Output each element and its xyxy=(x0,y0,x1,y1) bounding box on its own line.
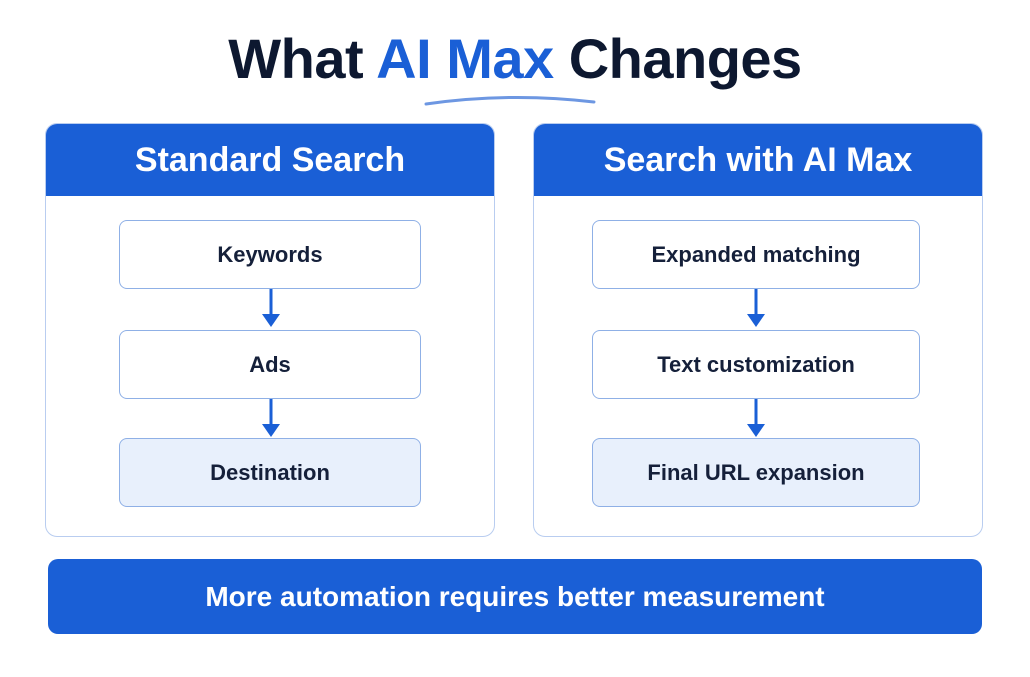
standard-search-panel: Standard Search Keywords Ads Destination xyxy=(45,123,495,537)
step-ads: Ads xyxy=(119,330,421,399)
title-underline xyxy=(424,95,596,106)
step-final-url-expansion: Final URL expansion xyxy=(592,438,920,507)
panel-header-ai-max: Search with AI Max xyxy=(534,124,982,196)
step-text-customization: Text customization xyxy=(592,330,920,399)
arrow-down-icon xyxy=(262,399,280,437)
step-destination: Destination xyxy=(119,438,421,507)
panel-header-standard-search: Standard Search xyxy=(46,124,494,196)
step-keywords: Keywords xyxy=(119,220,421,289)
footer-text: More automation requires better measurem… xyxy=(205,580,825,612)
footer-banner: More automation requires better measurem… xyxy=(48,559,982,634)
ai-max-panel: Search with AI Max Expanded matching Tex… xyxy=(533,123,983,537)
title-accent: AI Max xyxy=(376,27,554,90)
arrow-down-icon xyxy=(747,289,765,327)
title-part-1: What xyxy=(228,27,377,90)
step-expanded-matching: Expanded matching xyxy=(592,220,920,289)
page-title: What AI Max Changes xyxy=(0,26,1030,91)
arrow-down-icon xyxy=(262,289,280,327)
title-part-2: Changes xyxy=(553,27,803,90)
arrow-down-icon xyxy=(747,399,765,437)
